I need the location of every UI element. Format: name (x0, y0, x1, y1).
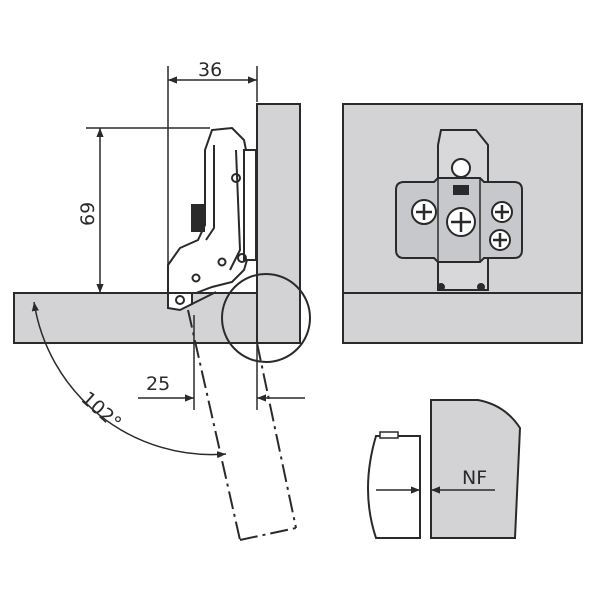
screw-right-top (491, 201, 513, 223)
screw-right-bottom (489, 229, 511, 251)
angle-arc-102 (31, 301, 227, 459)
front-view (342, 103, 583, 344)
hinge-screw-2 (237, 253, 247, 263)
slot-marker (453, 185, 469, 195)
open-door-end (239, 527, 297, 541)
nf-detail (367, 399, 522, 539)
nf-right-part (430, 399, 522, 539)
nf-label: NF (462, 467, 487, 489)
dim-label-69: 69 (77, 202, 99, 226)
plate-hole-2 (477, 283, 485, 291)
hinge-arm-detail (205, 145, 215, 241)
hinge-screw-4 (191, 273, 201, 283)
screw-left (411, 199, 437, 225)
nf-left-tab (379, 431, 399, 439)
hinge-arm-detail-2 (229, 149, 242, 271)
dim-label-25: 25 (146, 373, 170, 395)
hinge-screw-3 (217, 257, 227, 267)
nf-left-part (367, 435, 421, 539)
plate-hole-1 (437, 283, 445, 291)
hinge-cup (243, 149, 257, 261)
screw-center (446, 207, 476, 237)
open-door-edge-left (187, 309, 241, 541)
dimension-lines (31, 66, 305, 459)
open-door-edge-right (256, 342, 297, 529)
door-panel (256, 103, 301, 344)
hinge-clip (191, 204, 205, 232)
dim-label-36: 36 (198, 59, 222, 81)
dim-label-102: 102° (77, 387, 126, 434)
hinge-arm (167, 126, 252, 294)
adjust-screw-top (451, 158, 471, 178)
hinge-screw-1 (231, 173, 241, 183)
side-view (13, 103, 311, 541)
